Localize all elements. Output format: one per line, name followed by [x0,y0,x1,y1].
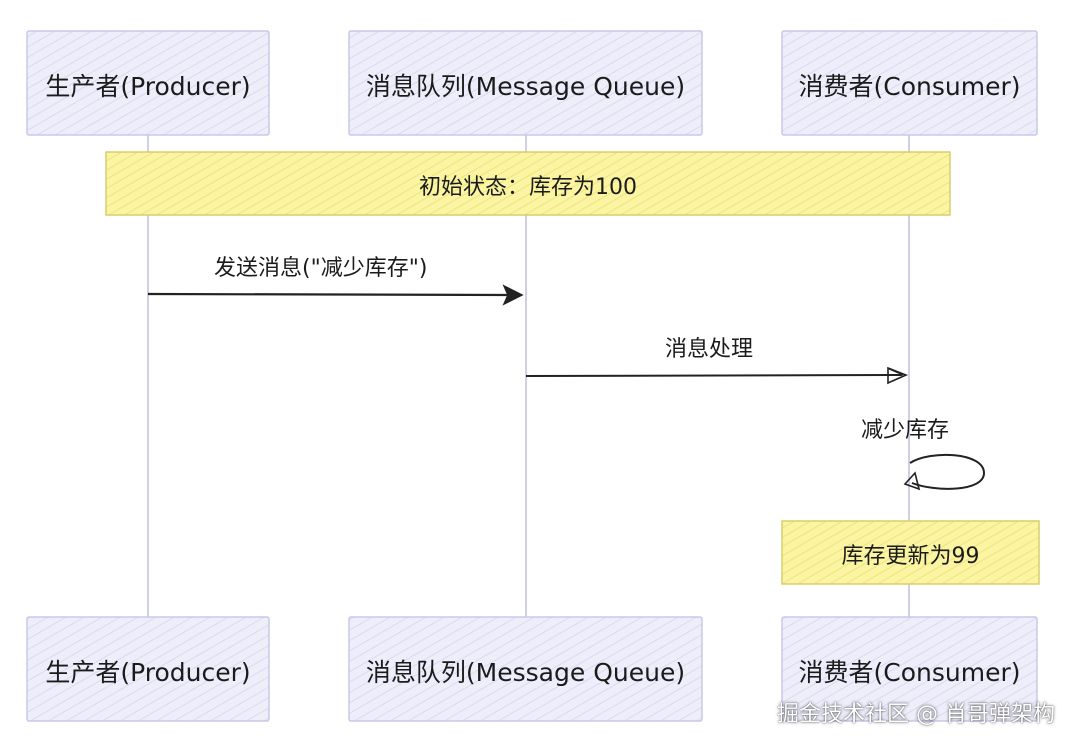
participant-box-producer-top [26,30,270,136]
note-initial-state-box [105,151,951,216]
arrow-process-message [525,366,909,385]
participant-label-queue-bottom: 消息队列(Message Queue) [365,658,686,687]
arrow-self-reduce [903,453,986,491]
message-label-send: 发送消息("减少库存") [214,256,428,281]
participant-box-consumer-top [781,30,1038,136]
participant-box-producer-bottom [26,616,270,722]
note-initial-state-label: 初始状态：库存为100 [419,175,637,200]
participant-label-producer-bottom: 生产者(Producer) [45,658,251,687]
watermark-text: 掘金技术社区 @ 肖哥弹架构 [777,702,1055,727]
note-updated-state-box [781,520,1040,585]
participant-label-consumer-top: 消费者(Consumer) [798,72,1021,101]
note-updated-state-label: 库存更新为99 [841,544,980,569]
participant-label-consumer-bottom: 消费者(Consumer) [798,658,1021,687]
arrow-send-message [147,284,524,306]
participant-box-queue-top [348,30,703,136]
participant-box-queue-bottom [348,616,703,722]
message-label-process: 消息处理 [665,337,754,362]
participant-label-producer-top: 生产者(Producer) [45,72,251,101]
message-label-self-reduce: 减少库存 [861,418,950,443]
participant-box-consumer-bottom [781,616,1038,722]
participant-label-queue-top: 消息队列(Message Queue) [365,72,686,101]
